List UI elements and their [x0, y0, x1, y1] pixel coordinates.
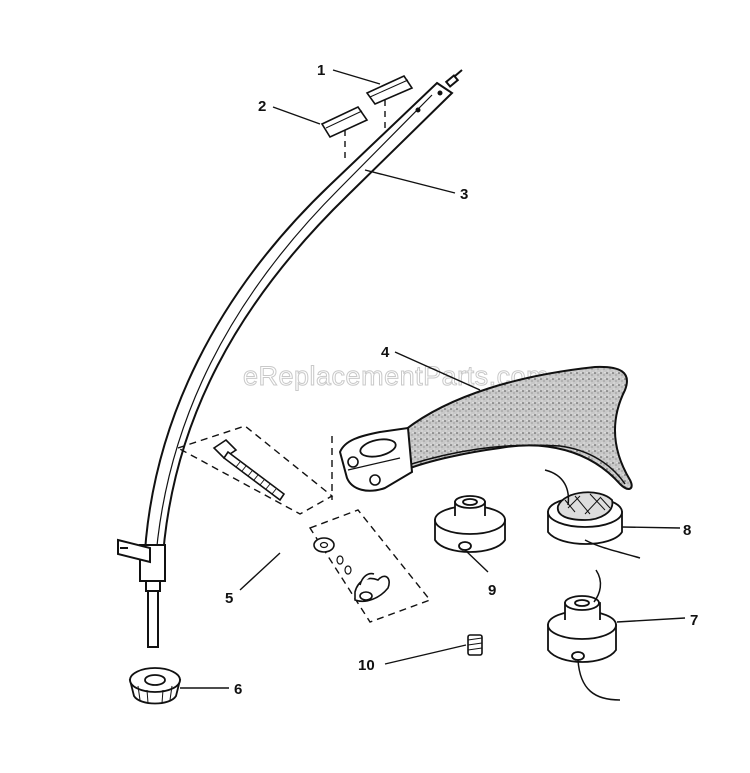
decal-alignment-lines [344, 100, 386, 160]
callout-8: 8 [683, 522, 691, 539]
callout-3: 3 [460, 186, 468, 203]
part-hardware-kit [176, 425, 432, 623]
part-knob [128, 667, 182, 705]
wing-nut [354, 572, 390, 603]
part-shaft [117, 69, 463, 648]
callout-1: 1 [317, 62, 325, 79]
callout-5: 5 [225, 590, 233, 607]
part-spring [467, 634, 483, 656]
callout-2: 2 [258, 98, 266, 115]
part-spool-assembly [547, 569, 621, 701]
callout-6: 6 [234, 681, 242, 698]
leader-lines [180, 69, 686, 689]
callout-9: 9 [488, 582, 496, 599]
callout-4: 4 [381, 344, 390, 361]
part-spool-with-line [544, 469, 641, 559]
part-guard [338, 365, 633, 492]
watermark-text: eReplacementParts.com [243, 361, 549, 391]
part-decal-2 [320, 105, 369, 139]
callout-7: 7 [690, 612, 698, 629]
callout-10: 10 [358, 657, 375, 674]
part-decal-1 [365, 74, 414, 105]
part-spool-hub [434, 495, 506, 553]
bolt [212, 438, 286, 502]
